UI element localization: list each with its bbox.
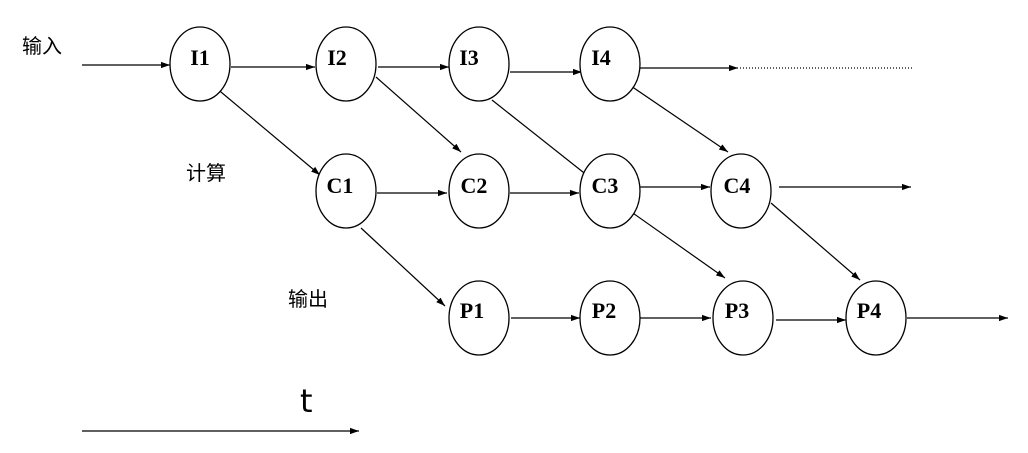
edge-C4-P4: [770, 202, 861, 281]
node-I4-label: I4: [591, 45, 611, 70]
node-I2: I2: [315, 26, 377, 102]
node-C3-label: C3: [592, 173, 619, 198]
node-C2-label: C2: [461, 173, 488, 198]
node-P1-label: P1: [460, 298, 484, 323]
node-C4: C4: [710, 153, 772, 229]
edge-I1-C1: [214, 86, 321, 176]
node-C1: C1: [315, 153, 377, 229]
edge-I4-C4: [627, 83, 729, 153]
node-P4-label: P4: [857, 298, 881, 323]
node-I4: I4: [579, 26, 641, 102]
node-P3: P3: [712, 280, 774, 356]
node-I1: I1: [169, 26, 231, 102]
node-I1-label: I1: [190, 45, 210, 70]
node-C2: C2: [448, 153, 510, 229]
node-P3-label: P3: [725, 298, 749, 323]
input-row-label: 输入: [22, 34, 62, 58]
node-P2: P2: [579, 280, 641, 356]
node-P4: P4: [845, 280, 907, 356]
edge-C3-P3: [619, 203, 726, 279]
time-axis-label: t: [300, 382, 313, 420]
node-P2-label: P2: [592, 298, 616, 323]
edges: [82, 61, 1008, 435]
node-I2-label: I2: [327, 45, 347, 70]
node-I3: I3: [448, 26, 510, 102]
edge-I2-C2: [375, 76, 462, 153]
output-row-label: 输出: [288, 287, 328, 311]
edge-C1-P1: [360, 227, 446, 307]
node-P1: P1: [448, 280, 510, 356]
edge-I3-C3: [491, 99, 594, 181]
node-C1-label: C1: [327, 173, 354, 198]
node-C4-label: C4: [724, 173, 751, 198]
node-C3: C3: [579, 153, 641, 229]
node-I3-label: I3: [459, 45, 479, 70]
compute-row-label: 计算: [186, 161, 226, 185]
